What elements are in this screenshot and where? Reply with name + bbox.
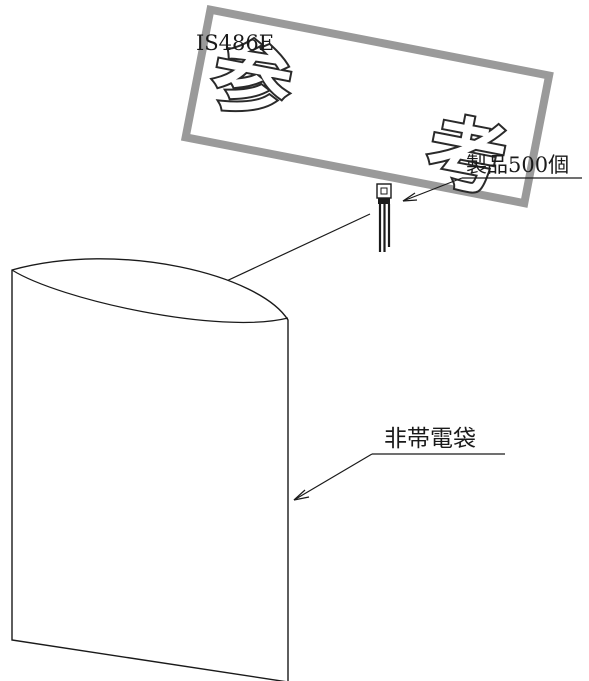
part-number-label: IS486E [196, 31, 274, 55]
product-qty-label: 製品500個 [466, 153, 569, 177]
antistatic-bag [11, 258, 289, 681]
reference-stamp: 参 考 [180, 5, 554, 211]
stamp-border [180, 5, 554, 208]
stamp-char-1: 参 [205, 29, 299, 132]
bag-label: 非帯電袋 [384, 426, 476, 452]
bag-leader [293, 453, 505, 501]
product-leader [402, 177, 582, 202]
product-component [376, 183, 392, 252]
stamp-char-2: 考 [419, 106, 513, 209]
